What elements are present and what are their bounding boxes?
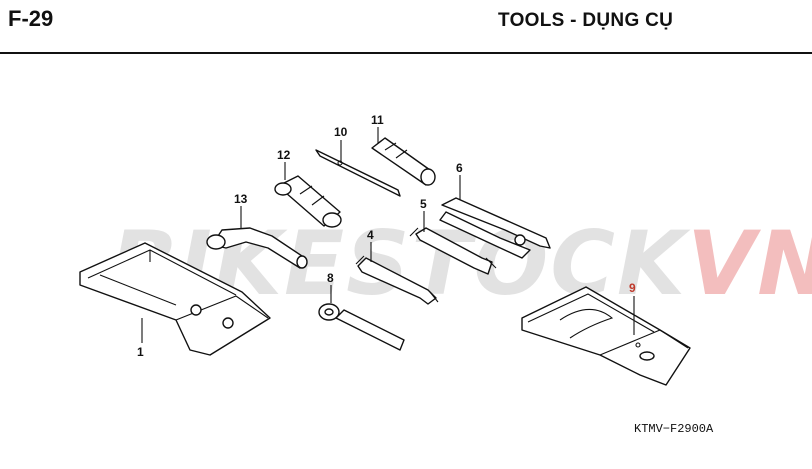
header-divider <box>0 52 812 54</box>
part-number[interactable]: 11 <box>371 113 384 127</box>
tool-bag-icon[interactable] <box>79 242 271 356</box>
ring-wrench-icon[interactable] <box>318 303 405 351</box>
reference-code: KTMV−F2900A <box>634 422 714 436</box>
tool-bag-icon[interactable] <box>521 286 691 386</box>
socket-wrench-icon[interactable] <box>206 227 308 269</box>
part-number[interactable]: 4 <box>367 228 374 242</box>
open-end-wrench-icon[interactable] <box>409 227 497 275</box>
screwdriver-bit-icon[interactable] <box>315 149 401 197</box>
spark-plug-socket-icon[interactable] <box>274 175 342 228</box>
part-number[interactable]: 10 <box>334 125 348 139</box>
page-title: TOOLS - DỤNG CỤ <box>498 10 674 31</box>
part-number[interactable]: 5 <box>420 197 427 211</box>
watermark-text-b: VN <box>687 212 812 315</box>
part-number[interactable]: 1 <box>137 345 144 359</box>
page-code: F-29 <box>8 6 54 31</box>
part-number[interactable]: 12 <box>277 148 291 162</box>
part-number[interactable]: 8 <box>327 271 334 285</box>
screwdriver-handle-icon[interactable] <box>371 137 436 186</box>
part-number[interactable]: 6 <box>456 161 463 175</box>
part-number[interactable]: 9 <box>629 281 636 295</box>
open-end-wrench-icon[interactable] <box>355 255 439 305</box>
pliers-icon[interactable] <box>439 197 551 259</box>
part-number[interactable]: 13 <box>234 192 248 206</box>
